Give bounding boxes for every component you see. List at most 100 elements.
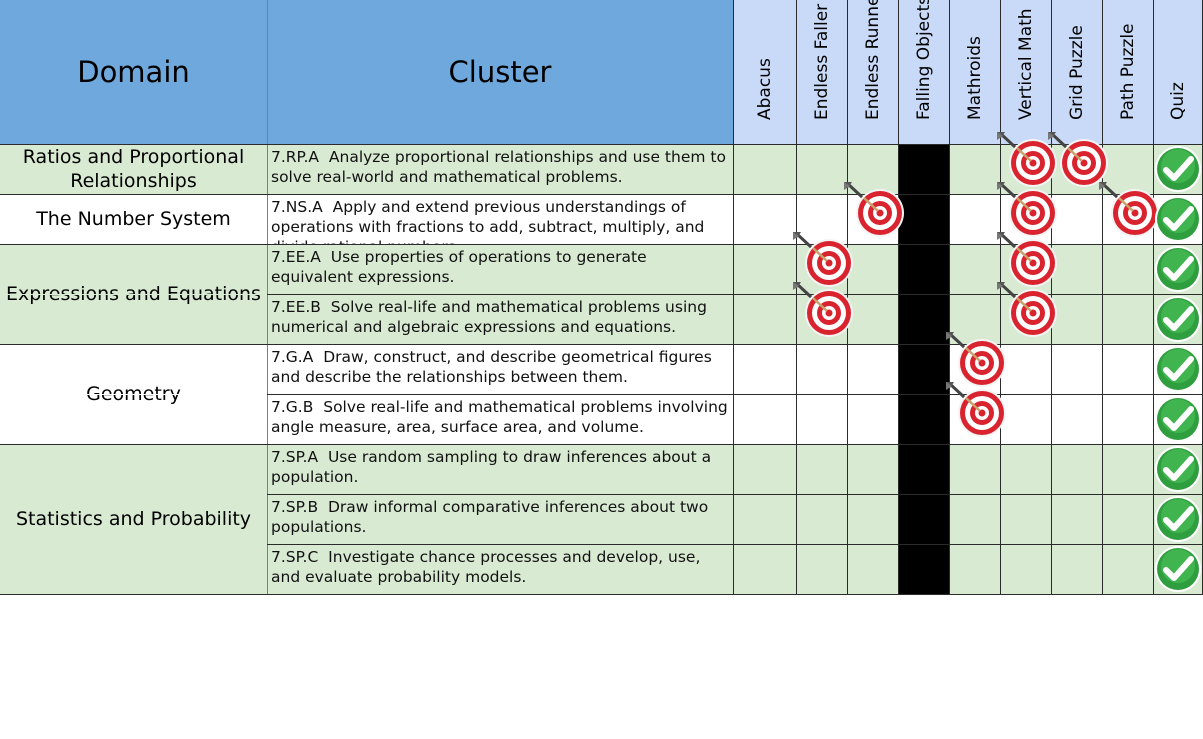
game-cell[interactable] [949,294,1000,344]
check-icon[interactable] [1153,195,1203,243]
game-cell[interactable] [733,144,796,194]
game-cell[interactable] [796,494,847,544]
target-icon[interactable] [1046,130,1110,188]
game-cell[interactable] [898,144,949,194]
target-icon[interactable] [995,130,1059,188]
game-cell[interactable] [733,444,796,494]
game-cell[interactable] [1102,344,1153,394]
game-cell[interactable] [1102,494,1153,544]
target-icon[interactable] [1097,180,1161,238]
game-cell[interactable] [1102,394,1153,444]
game-cell[interactable] [847,444,898,494]
target-icon[interactable] [791,280,855,338]
grid-line [1051,0,1052,595]
game-header-mathroids[interactable]: Mathroids [949,0,1000,144]
game-cell[interactable] [898,544,949,594]
game-cell[interactable] [796,144,847,194]
check-icon[interactable] [1153,295,1203,343]
game-cell[interactable] [898,344,949,394]
game-header-label: Mathroids [964,36,985,120]
game-cell[interactable] [1000,344,1051,394]
game-cell[interactable] [733,344,796,394]
game-cell[interactable] [847,544,898,594]
game-header-label: Path Puzzle [1117,23,1138,120]
game-header-endless-runner[interactable]: Endless Runner [847,0,898,144]
game-cell[interactable] [1102,244,1153,294]
game-cell[interactable] [898,194,949,244]
game-cell[interactable] [847,344,898,394]
game-cell[interactable] [847,144,898,194]
game-cell[interactable] [1051,194,1102,244]
game-cell[interactable] [733,394,796,444]
game-cell[interactable] [796,194,847,244]
cluster-text: Solve real-life and mathematical problem… [271,298,707,336]
target-icon[interactable] [791,230,855,288]
game-cell[interactable] [733,294,796,344]
game-header-quiz[interactable]: Quiz [1153,0,1203,144]
game-cell[interactable] [949,144,1000,194]
game-cell[interactable] [1102,144,1153,194]
check-icon[interactable] [1153,145,1203,193]
game-cell[interactable] [1102,444,1153,494]
target-icon[interactable] [995,230,1059,288]
game-cell[interactable] [1102,544,1153,594]
check-icon[interactable] [1153,445,1203,493]
game-cell[interactable] [949,194,1000,244]
check-icon[interactable] [1153,545,1203,593]
game-cell[interactable] [1051,494,1102,544]
game-cell[interactable] [796,444,847,494]
game-cell[interactable] [949,244,1000,294]
game-cell[interactable] [1051,244,1102,294]
game-cell[interactable] [796,394,847,444]
game-cell[interactable] [898,244,949,294]
game-header-vertical-math[interactable]: Vertical Math [1000,0,1051,144]
game-cell[interactable] [847,494,898,544]
game-cell[interactable] [898,394,949,444]
target-icon[interactable] [995,280,1059,338]
check-icon[interactable] [1153,345,1203,393]
game-header-endless-faller[interactable]: Endless Faller [796,0,847,144]
game-cell[interactable] [847,294,898,344]
game-cell[interactable] [796,544,847,594]
game-header-grid-puzzle[interactable]: Grid Puzzle [1051,0,1102,144]
game-cell[interactable] [1051,294,1102,344]
game-cell[interactable] [733,194,796,244]
game-cell[interactable] [733,544,796,594]
game-header-path-puzzle[interactable]: Path Puzzle [1102,0,1153,144]
game-cell[interactable] [1000,394,1051,444]
game-cell[interactable] [733,244,796,294]
game-cell[interactable] [1000,494,1051,544]
grid-cover [0,294,267,295]
game-cell[interactable] [847,394,898,444]
target-icon[interactable] [944,330,1008,388]
game-header-label: Abacus [754,58,775,120]
game-cell[interactable] [898,294,949,344]
game-header-falling-objects[interactable]: Falling Objects [898,0,949,144]
game-cell[interactable] [949,494,1000,544]
grid-line [0,194,1203,195]
target-icon[interactable] [944,380,1008,438]
game-cell[interactable] [733,494,796,544]
game-cell[interactable] [1102,294,1153,344]
game-cell[interactable] [1051,344,1102,394]
game-cell[interactable] [847,244,898,294]
grid-line [796,0,797,595]
game-cell[interactable] [1051,444,1102,494]
game-cell[interactable] [1051,394,1102,444]
check-icon[interactable] [1153,495,1203,543]
game-cell[interactable] [1051,544,1102,594]
game-cell[interactable] [1000,544,1051,594]
game-cell[interactable] [949,544,1000,594]
check-icon[interactable] [1153,395,1203,443]
game-cell[interactable] [949,444,1000,494]
game-cell[interactable] [898,444,949,494]
check-icon[interactable] [1153,245,1203,293]
game-header-abacus[interactable]: Abacus [733,0,796,144]
cluster-code: 7.EE.B [271,298,321,316]
target-icon[interactable] [842,180,906,238]
game-cell[interactable] [796,344,847,394]
game-cell[interactable] [898,494,949,544]
game-cell[interactable] [1000,444,1051,494]
grid-line [0,394,1203,395]
target-icon[interactable] [995,180,1059,238]
